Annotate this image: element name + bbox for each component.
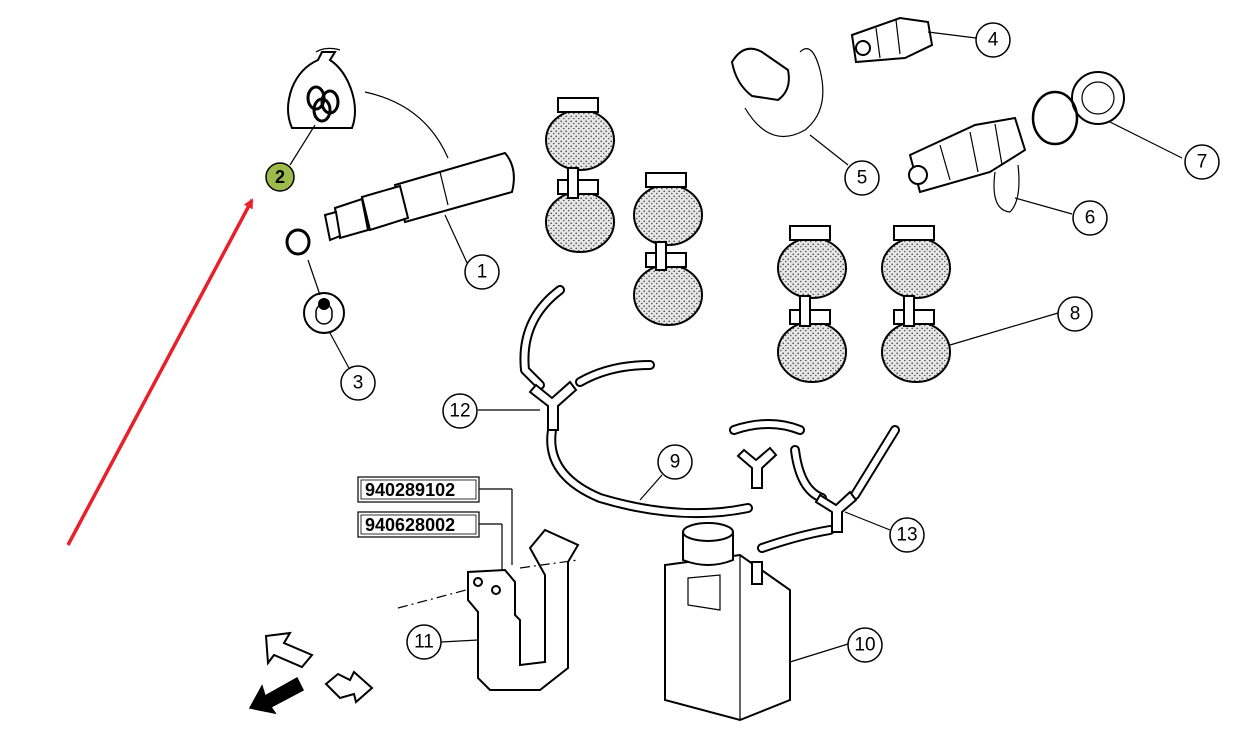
coupler-part-4 bbox=[850, 16, 934, 64]
y-connector-part-12 bbox=[528, 380, 578, 431]
svg-text:2: 2 bbox=[275, 167, 285, 187]
callout-10[interactable]: 10 bbox=[847, 627, 883, 663]
callout-6[interactable]: 6 bbox=[1072, 200, 1108, 236]
callout-4[interactable]: 4 bbox=[975, 22, 1011, 58]
callout-9[interactable]: 9 bbox=[657, 444, 693, 480]
callout-8[interactable]: 8 bbox=[1057, 296, 1093, 332]
callouts: 1 2 3 4 5 6 7 8 9 10 11 12 13 bbox=[265, 22, 1220, 663]
svg-text:11: 11 bbox=[414, 632, 434, 653]
svg-text:10: 10 bbox=[854, 635, 875, 656]
svg-text:940289102: 940289102 bbox=[365, 480, 455, 500]
svg-text:12: 12 bbox=[449, 401, 470, 422]
svg-text:9: 9 bbox=[670, 452, 681, 473]
callout-13[interactable]: 13 bbox=[889, 517, 925, 553]
orientation-arrow-up-icon bbox=[264, 631, 314, 669]
dust-cap-part-7 bbox=[1031, 71, 1125, 146]
callout-7[interactable]: 7 bbox=[1184, 144, 1220, 180]
o-ring-part bbox=[285, 228, 311, 256]
svg-text:13: 13 bbox=[896, 525, 917, 546]
svg-text:5: 5 bbox=[857, 168, 868, 189]
hose-lines bbox=[519, 285, 900, 553]
reservoir-tank-part bbox=[664, 522, 791, 722]
y-connector-lower bbox=[736, 446, 778, 489]
callout-2[interactable]: 2 bbox=[265, 162, 295, 192]
dust-cap-part-5 bbox=[730, 47, 824, 138]
coupling-socket-group bbox=[545, 97, 951, 383]
part-number-box-1[interactable]: 940289102 bbox=[357, 476, 480, 503]
orientation-arrows bbox=[248, 631, 374, 715]
svg-text:940628002: 940628002 bbox=[365, 515, 455, 535]
svg-text:6: 6 bbox=[1085, 208, 1096, 229]
svg-text:8: 8 bbox=[1070, 304, 1081, 325]
valve-body-part bbox=[323, 151, 515, 242]
svg-text:1: 1 bbox=[477, 262, 488, 283]
cap-symbol bbox=[303, 292, 345, 334]
callout-12[interactable]: 12 bbox=[442, 393, 478, 429]
svg-text:7: 7 bbox=[1197, 152, 1208, 173]
bracket-part bbox=[397, 528, 580, 691]
orientation-arrow-right-icon bbox=[324, 670, 374, 704]
svg-text:3: 3 bbox=[353, 373, 364, 394]
orientation-arrow-down-left-icon bbox=[248, 676, 304, 715]
seal-kit-bag bbox=[287, 47, 356, 129]
part-number-box-2[interactable]: 940628002 bbox=[357, 511, 480, 538]
callout-5[interactable]: 5 bbox=[844, 160, 880, 196]
callout-3[interactable]: 3 bbox=[340, 365, 376, 401]
coupler-part-6 bbox=[908, 116, 1027, 213]
callout-11[interactable]: 11 bbox=[406, 624, 442, 660]
leader-lines bbox=[289, 31, 1183, 663]
y-connector-part-13 bbox=[814, 490, 858, 533]
red-pointer-arrow bbox=[66, 198, 254, 546]
callout-1[interactable]: 1 bbox=[464, 254, 500, 290]
svg-text:4: 4 bbox=[988, 30, 999, 51]
part-number-labels: 940289102 940628002 bbox=[357, 476, 480, 538]
